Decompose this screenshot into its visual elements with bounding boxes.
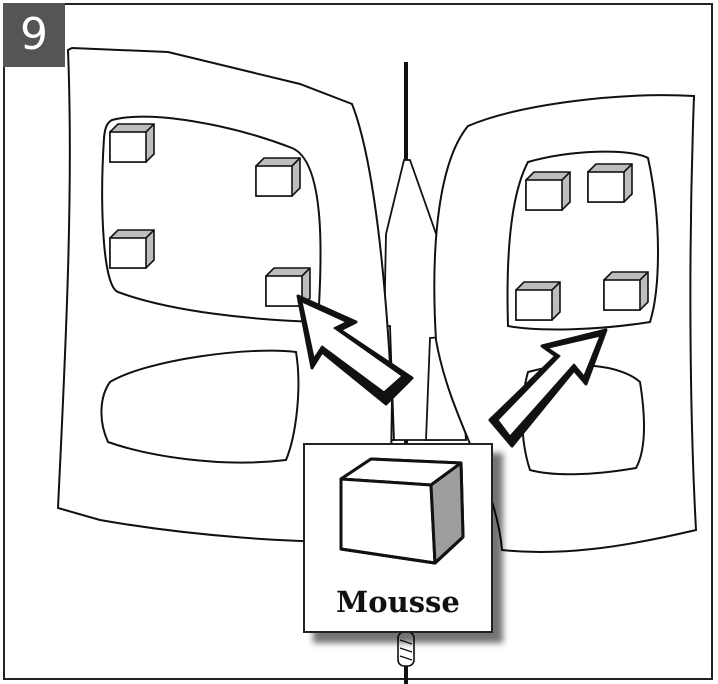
foam-block-icon: [515, 281, 561, 321]
foam-label: Mousse: [336, 585, 460, 619]
placement-arrow-icon: [296, 294, 414, 406]
foam-block-icon: [587, 163, 633, 203]
foam-block-icon: [109, 229, 155, 269]
foam-block-icon: [339, 457, 465, 565]
placement-arrow-icon: [488, 328, 608, 448]
foam-callout-box: Mousse: [303, 443, 493, 633]
foam-block-icon: [109, 123, 155, 163]
step-number-badge: 9: [3, 3, 65, 67]
bolt-icon: [397, 631, 415, 667]
foam-block-icon: [525, 171, 571, 211]
left-cutout: [100, 349, 300, 464]
foam-block-icon: [255, 157, 301, 197]
foam-block-icon: [603, 271, 649, 311]
